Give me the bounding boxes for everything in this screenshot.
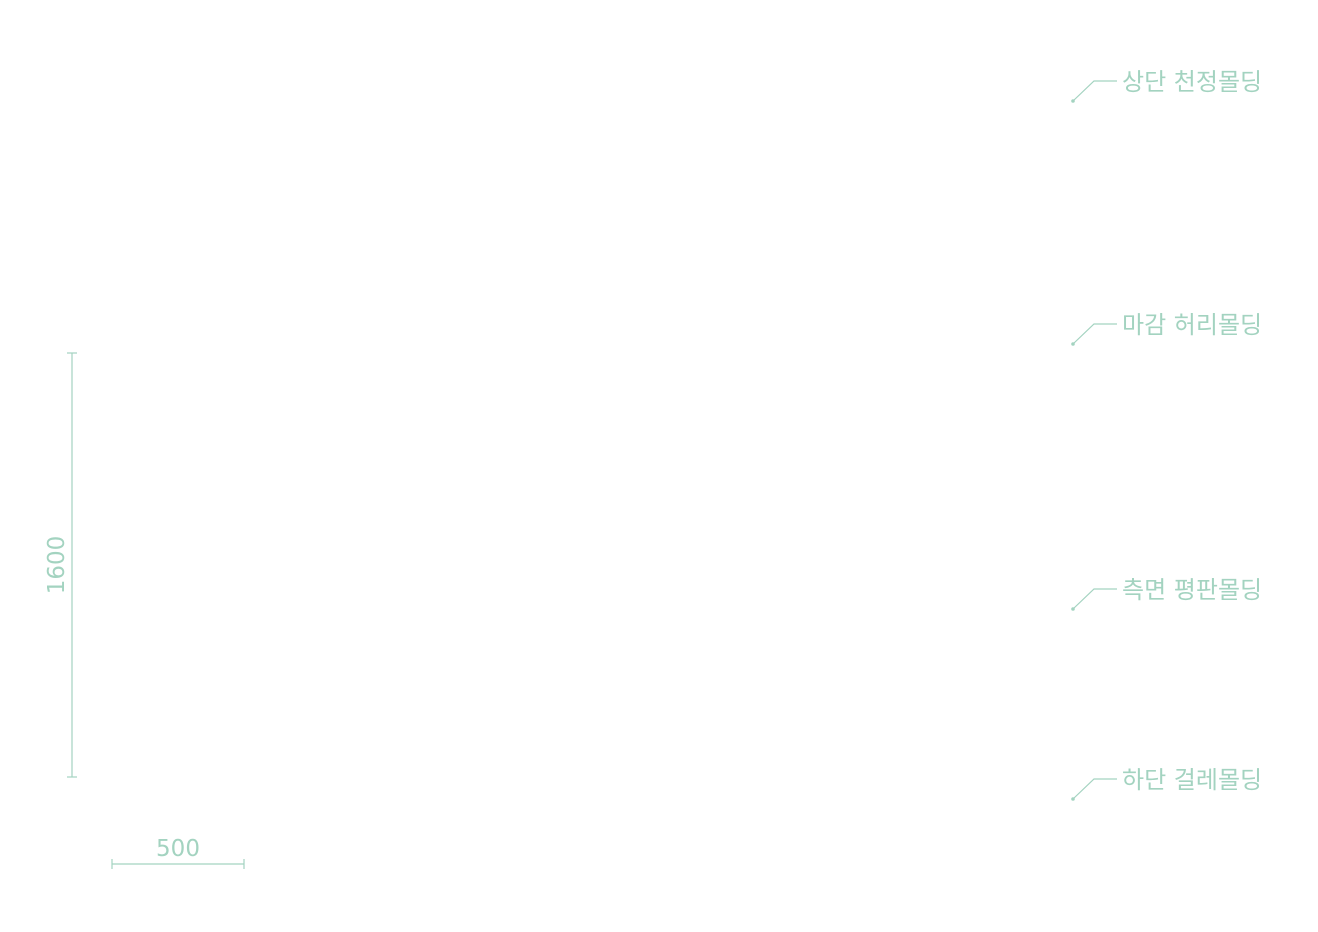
height-dimension-label: 1600 <box>44 536 70 595</box>
width-dimension-label: 500 <box>156 836 200 862</box>
callout-leader-line <box>1072 323 1117 345</box>
height-dimension: 1600 <box>44 352 77 778</box>
callout-leader-line <box>1072 588 1117 610</box>
callout-label: 상단 천정몰딩 <box>1122 68 1262 96</box>
callout-label: 하단 걸레몰딩 <box>1122 766 1262 794</box>
callout-side-flat-moulding: 측면 평판몰딩 <box>1071 576 1262 611</box>
width-dimension: 500 <box>111 836 245 869</box>
callout-baseboard-moulding: 하단 걸레몰딩 <box>1071 766 1262 801</box>
callout-top-crown-moulding: 상단 천정몰딩 <box>1071 68 1262 103</box>
callout-leader-line <box>1072 80 1117 102</box>
callout-label: 마감 허리몰딩 <box>1122 311 1262 339</box>
callout-leader-line <box>1072 778 1117 800</box>
callout-label: 측면 평판몰딩 <box>1122 576 1262 604</box>
callout-waist-moulding: 마감 허리몰딩 <box>1071 311 1262 346</box>
